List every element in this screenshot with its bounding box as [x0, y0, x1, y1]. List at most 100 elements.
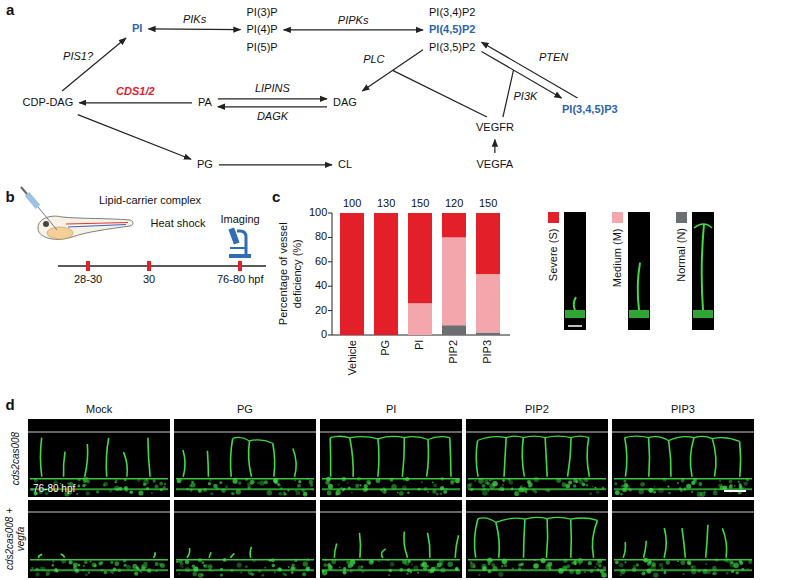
vessel-cell [85, 573, 88, 576]
vessel-cell [52, 561, 54, 563]
micrograph [28, 500, 170, 578]
reference-line [320, 512, 462, 513]
intersegmental-vessel [148, 438, 150, 477]
vessel-cell [366, 480, 371, 485]
vessel-cell [339, 566, 341, 568]
intersegmental-vessel [61, 554, 65, 558]
reference-line [320, 432, 462, 433]
micrograph [612, 419, 754, 497]
vessel-cell [502, 479, 505, 482]
reference-line [174, 432, 316, 433]
vessel-cell [261, 574, 264, 577]
vessel-cell [482, 490, 487, 495]
intersegmental-vessel [428, 533, 430, 558]
intersegmental-vessel [378, 439, 379, 477]
dorsal-vessel [571, 436, 589, 438]
vessel-cell [219, 481, 222, 484]
pathway-node: CL [335, 155, 355, 175]
vessel-cell [680, 560, 685, 565]
vessel-cell [623, 483, 628, 488]
vessel-cell [327, 491, 332, 496]
vessel-cell [518, 563, 522, 567]
pathway-node: PA [195, 93, 215, 113]
reference-line [612, 432, 754, 433]
dorsal-aorta [468, 559, 606, 561]
panel-letter: d [6, 396, 15, 415]
step-label: Lipid-carrier complex [99, 194, 201, 208]
time-marker [238, 261, 242, 271]
yolk [47, 227, 73, 239]
vessel-cell [739, 561, 743, 565]
micrograph [174, 419, 316, 497]
dorsal-aorta [614, 478, 752, 480]
vessel-cell [489, 479, 491, 481]
image-ground [564, 212, 586, 330]
intersegmental-vessel [450, 438, 451, 477]
vessel-cell [432, 482, 434, 484]
vessel-cell [700, 492, 705, 497]
time-label: 76-80 hpf [217, 273, 263, 287]
vessel-cell [683, 573, 685, 575]
vessel-cell [624, 480, 627, 483]
intersegmental-vessel [690, 438, 694, 477]
reaction-arrow [62, 38, 126, 91]
vessel-cell [274, 571, 276, 573]
intersegmental-vessel [546, 519, 547, 558]
vessel-cell [514, 491, 519, 496]
sample-size: 120 [445, 197, 463, 211]
intersegmental-vessel [625, 438, 627, 477]
vessel-cell [492, 481, 498, 487]
vessel-cell [155, 562, 159, 566]
intersegmental-vessel [545, 438, 547, 477]
dorsal-vessel [571, 518, 598, 520]
vessel-cell [640, 482, 645, 487]
vessel-cell [661, 567, 663, 569]
tick-mark [328, 237, 332, 238]
eye [43, 221, 49, 227]
category-label: PI [413, 340, 427, 350]
intersegmental-vessel [592, 520, 597, 557]
reaction-arrow [218, 106, 327, 107]
micrograph [612, 500, 754, 578]
dorsal-vessel [350, 437, 378, 439]
sample-size: 150 [411, 197, 429, 211]
vessel-cell [713, 571, 717, 575]
node-text: VEGFR [476, 119, 514, 137]
cardinal-vein [614, 569, 752, 571]
legend-image [628, 212, 650, 330]
vessel-cell [712, 572, 715, 575]
intersegmental-vessel [153, 552, 155, 557]
vessel-cell [303, 492, 308, 497]
vessel-cell [440, 493, 443, 496]
intersegmental-vessel [623, 542, 625, 558]
cardinal-vein [176, 488, 314, 490]
vessel-cell [436, 493, 438, 495]
pathway-node: DAG [330, 93, 360, 113]
vessel-cell [201, 574, 204, 577]
vessel-cell [586, 484, 588, 486]
vessel-cell [249, 573, 251, 575]
vessel-cell [78, 564, 81, 567]
vessel-cell [359, 484, 361, 486]
vessel-cell [541, 558, 546, 563]
dorsal-aorta [176, 559, 314, 561]
vessel-cell [432, 490, 436, 494]
node-text: PI [132, 20, 142, 38]
intersegmental-vessel [402, 438, 404, 477]
enzyme-label: PLC [361, 53, 386, 67]
vessel-cell [176, 560, 179, 563]
column-header: PG [237, 403, 253, 417]
stage-label: 76-80 hpf [33, 483, 75, 494]
node-text: PI(3,5)P2 [429, 39, 475, 57]
micrograph [466, 419, 608, 497]
vessel-cell [208, 564, 213, 569]
column-header: PIP2 [525, 403, 549, 417]
panel-letter: b [6, 188, 15, 207]
vessel-cell [296, 491, 301, 496]
cardinal-vein [176, 569, 314, 571]
intersegmental-vessel [568, 438, 572, 477]
vessel-cell [288, 566, 290, 568]
vessel-cell [691, 481, 695, 485]
vessel-cell [347, 482, 349, 484]
